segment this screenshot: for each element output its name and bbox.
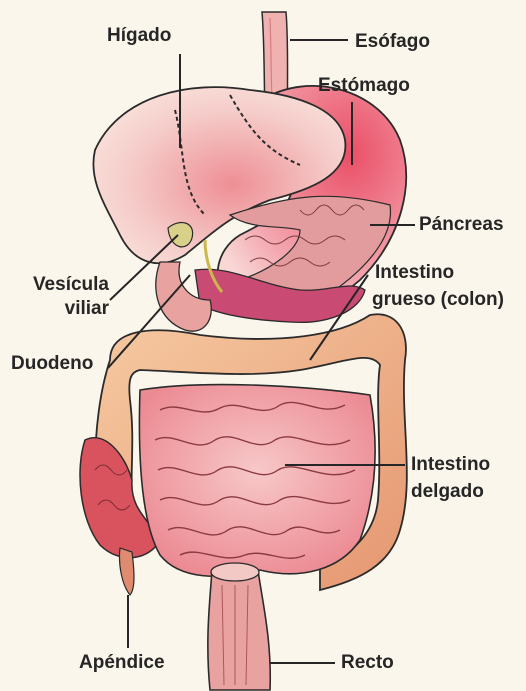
label-esophagus: Esófago (355, 30, 430, 54)
small-intestine (139, 385, 375, 577)
rectum (208, 570, 270, 690)
label-stomach: Estómago (318, 74, 410, 98)
label-large-intestine-line2: grueso (colon) (372, 288, 504, 312)
label-small-intestine-line1: Intestino (411, 453, 490, 477)
label-pancreas: Páncreas (419, 213, 504, 237)
label-gallbladder-line1: Vesícula (14, 273, 109, 297)
label-rectum: Recto (341, 651, 394, 675)
label-liver: Hígado (107, 24, 171, 48)
appendix (119, 548, 134, 595)
label-appendix: Apéndice (79, 651, 165, 675)
label-small-intestine-line2: delgado (411, 480, 484, 504)
label-duodenum: Duodeno (11, 352, 93, 376)
label-large-intestine-line1: Intestino (375, 261, 454, 285)
label-gallbladder-line2: viliar (14, 297, 109, 321)
